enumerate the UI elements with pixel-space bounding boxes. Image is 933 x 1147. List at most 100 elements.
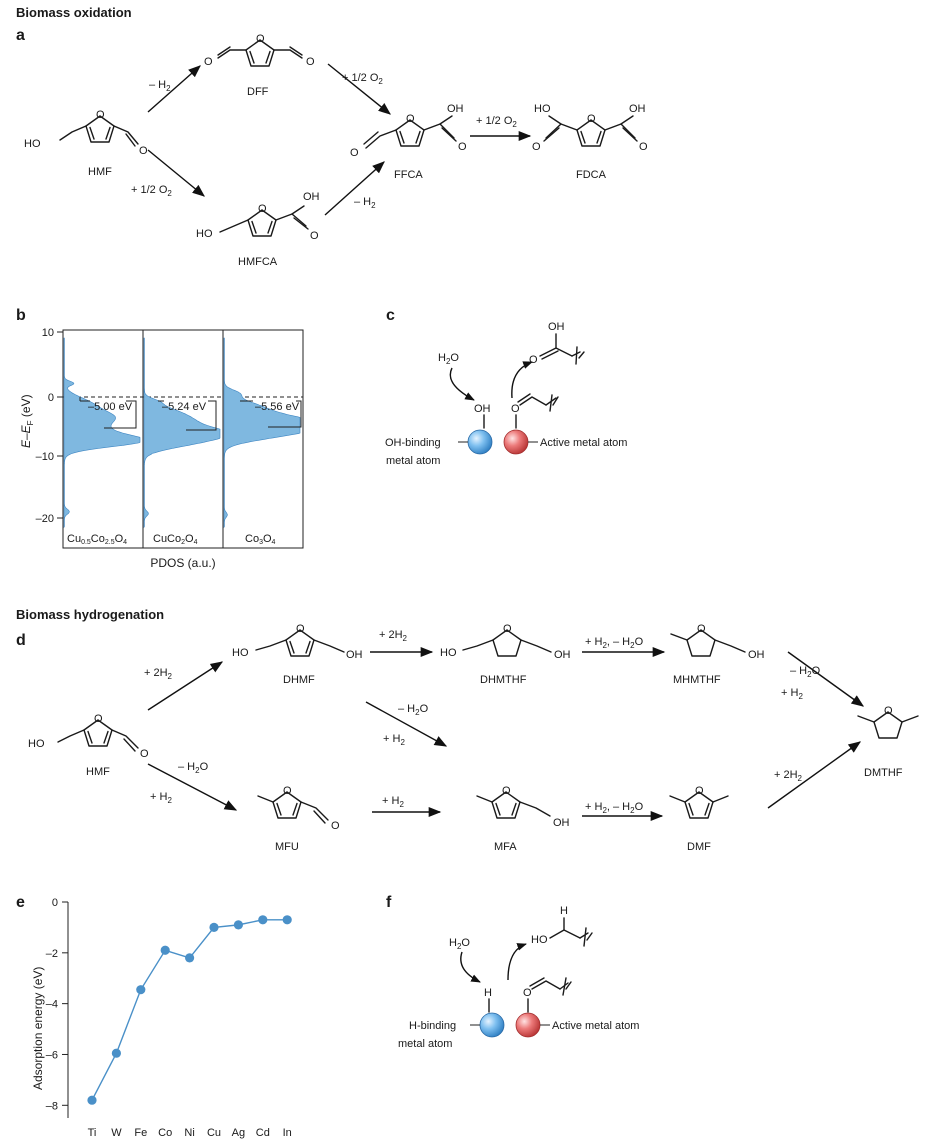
chart-y-tick-label: –8 bbox=[46, 1100, 58, 1112]
molecule-dff: O O O DFF bbox=[204, 33, 315, 98]
svg-text:OH: OH bbox=[629, 103, 646, 115]
arrow-hmf-dhmf bbox=[147, 661, 224, 711]
pdos-curve bbox=[63, 337, 141, 529]
pdos-column-label: CuCo2O4 bbox=[153, 533, 198, 546]
chart-x-tick-label: Ti bbox=[88, 1127, 97, 1139]
chart-point bbox=[160, 945, 170, 955]
svg-text:– H2O: – H2O bbox=[790, 665, 821, 679]
molecule-dhmthf: O HO OH DHMTHF bbox=[440, 623, 571, 686]
heading-oxidation: Biomass oxidation bbox=[16, 5, 132, 20]
svg-text:O: O bbox=[502, 785, 511, 797]
molecule-dhmf: O HO OH DHMF bbox=[232, 623, 363, 686]
svg-text:O: O bbox=[529, 354, 538, 366]
chart-point bbox=[209, 922, 219, 933]
svg-text:+ H2: + H2 bbox=[383, 733, 405, 747]
active-metal-atom bbox=[503, 429, 529, 455]
label-mfu: MFU bbox=[275, 841, 299, 853]
svg-text:–5.00 eV: –5.00 eV bbox=[88, 401, 133, 413]
svg-text:+ H2, – H2O: + H2, – H2O bbox=[585, 801, 644, 815]
h-binding-metal-atom bbox=[479, 1012, 505, 1038]
svg-text:O: O bbox=[406, 113, 415, 125]
svg-text:O: O bbox=[140, 748, 149, 760]
molecule-hmfca: O HO OH O HMFCA bbox=[196, 191, 320, 268]
svg-text:+ H2: + H2 bbox=[150, 791, 172, 805]
molecule-mhmthf: O OH MHMTHF bbox=[670, 623, 765, 686]
svg-text:H2O: H2O bbox=[438, 352, 459, 366]
chart-point bbox=[282, 915, 292, 925]
svg-text:O: O bbox=[695, 785, 704, 797]
svg-text:OH: OH bbox=[303, 191, 320, 203]
chart-point bbox=[185, 953, 195, 963]
panel-label-c: c bbox=[386, 307, 395, 324]
molecule-dmf: O DMF bbox=[669, 785, 729, 853]
arrow-dhmf-mfa bbox=[365, 701, 448, 747]
label-dhmthf: DHMTHF bbox=[480, 674, 527, 686]
svg-text:O: O bbox=[532, 141, 541, 153]
svg-text:O: O bbox=[94, 713, 103, 725]
chart-y-tick-label: –4 bbox=[46, 999, 58, 1011]
chart-y-tick-label: –2 bbox=[46, 948, 58, 960]
svg-text:O: O bbox=[697, 623, 706, 635]
chart-x-tick-label: Fe bbox=[134, 1127, 147, 1139]
svg-text:OH: OH bbox=[548, 321, 565, 333]
arrow-water-in bbox=[449, 367, 475, 401]
chart-y-tick-label: –6 bbox=[46, 1049, 58, 1061]
svg-text:0: 0 bbox=[48, 392, 54, 404]
svg-text:O: O bbox=[350, 147, 359, 159]
label-ffca: FFCA bbox=[394, 169, 423, 181]
svg-text:OH: OH bbox=[554, 649, 571, 661]
svg-text:HO: HO bbox=[28, 738, 45, 750]
svg-text:O: O bbox=[310, 230, 319, 242]
svg-text:O: O bbox=[204, 56, 213, 68]
chart-x-tick-label: W bbox=[111, 1127, 122, 1139]
chart-x-tick-label: Cu bbox=[207, 1127, 221, 1139]
arrow-hmf-mfu bbox=[147, 763, 238, 811]
pdos-y-label: E–EF (eV) bbox=[19, 394, 35, 448]
arrow-oh-transfer bbox=[511, 361, 533, 399]
arrow-hmf-dff bbox=[147, 65, 201, 113]
svg-text:metal atom: metal atom bbox=[386, 455, 440, 467]
pdos-curve bbox=[143, 337, 221, 529]
molecule-fdca: O HO O OH O FDCA bbox=[532, 103, 648, 181]
svg-text:– H2: – H2 bbox=[354, 196, 376, 210]
label-mhmthf: MHMTHF bbox=[673, 674, 721, 686]
panel-b-pdos: 10 0 –10 –20 E–EF (eV) PDOS (a.u.) Cu0.5… bbox=[19, 327, 304, 570]
chart-y-tick-label: 0 bbox=[52, 897, 58, 909]
chart-point bbox=[233, 920, 243, 930]
panel-c: H2O OH O OH O OH-binding metal atom Acti… bbox=[385, 321, 627, 467]
svg-text:– H2: – H2 bbox=[149, 79, 171, 93]
svg-text:HO: HO bbox=[24, 138, 41, 150]
svg-text:– H2O: – H2O bbox=[178, 761, 209, 775]
panel-label-f: f bbox=[386, 894, 392, 911]
chart-point bbox=[111, 1048, 121, 1058]
panel-label-b: b bbox=[16, 307, 26, 324]
svg-text:O: O bbox=[283, 785, 292, 797]
molecule-dmthf: O DMTHF bbox=[857, 705, 919, 779]
svg-text:+ 2H2: + 2H2 bbox=[774, 769, 803, 783]
chart-x-tick-label: Ag bbox=[232, 1127, 245, 1139]
svg-text:+ 2H2: + 2H2 bbox=[379, 629, 408, 643]
svg-text:OH: OH bbox=[346, 649, 363, 661]
molecule-hmf: O HO O HMF bbox=[28, 713, 149, 778]
chart-x-tick-label: Ni bbox=[184, 1127, 194, 1139]
chart-series-line bbox=[91, 919, 288, 1101]
svg-text:metal atom: metal atom bbox=[398, 1038, 452, 1050]
active-metal-atom bbox=[515, 1012, 541, 1038]
pdos-frame bbox=[62, 329, 304, 549]
oh-binding-metal-atom bbox=[467, 429, 493, 455]
label-hmfca: HMFCA bbox=[238, 256, 278, 268]
svg-text:H: H bbox=[484, 987, 492, 999]
svg-text:+ 1/2 O2: + 1/2 O2 bbox=[342, 72, 383, 86]
molecule-hmf: O HO O HMF bbox=[24, 109, 148, 178]
svg-text:–20: –20 bbox=[36, 513, 54, 525]
chart-point bbox=[258, 915, 268, 925]
svg-text:+ H2: + H2 bbox=[382, 795, 404, 809]
label-hmf: HMF bbox=[86, 766, 110, 778]
svg-text:O: O bbox=[96, 109, 105, 121]
label-mfa: MFA bbox=[494, 841, 517, 853]
arrow-water-in bbox=[460, 951, 481, 983]
svg-text:+ 2H2: + 2H2 bbox=[144, 667, 173, 681]
svg-text:OH: OH bbox=[553, 817, 570, 829]
svg-text:HO: HO bbox=[531, 934, 548, 946]
